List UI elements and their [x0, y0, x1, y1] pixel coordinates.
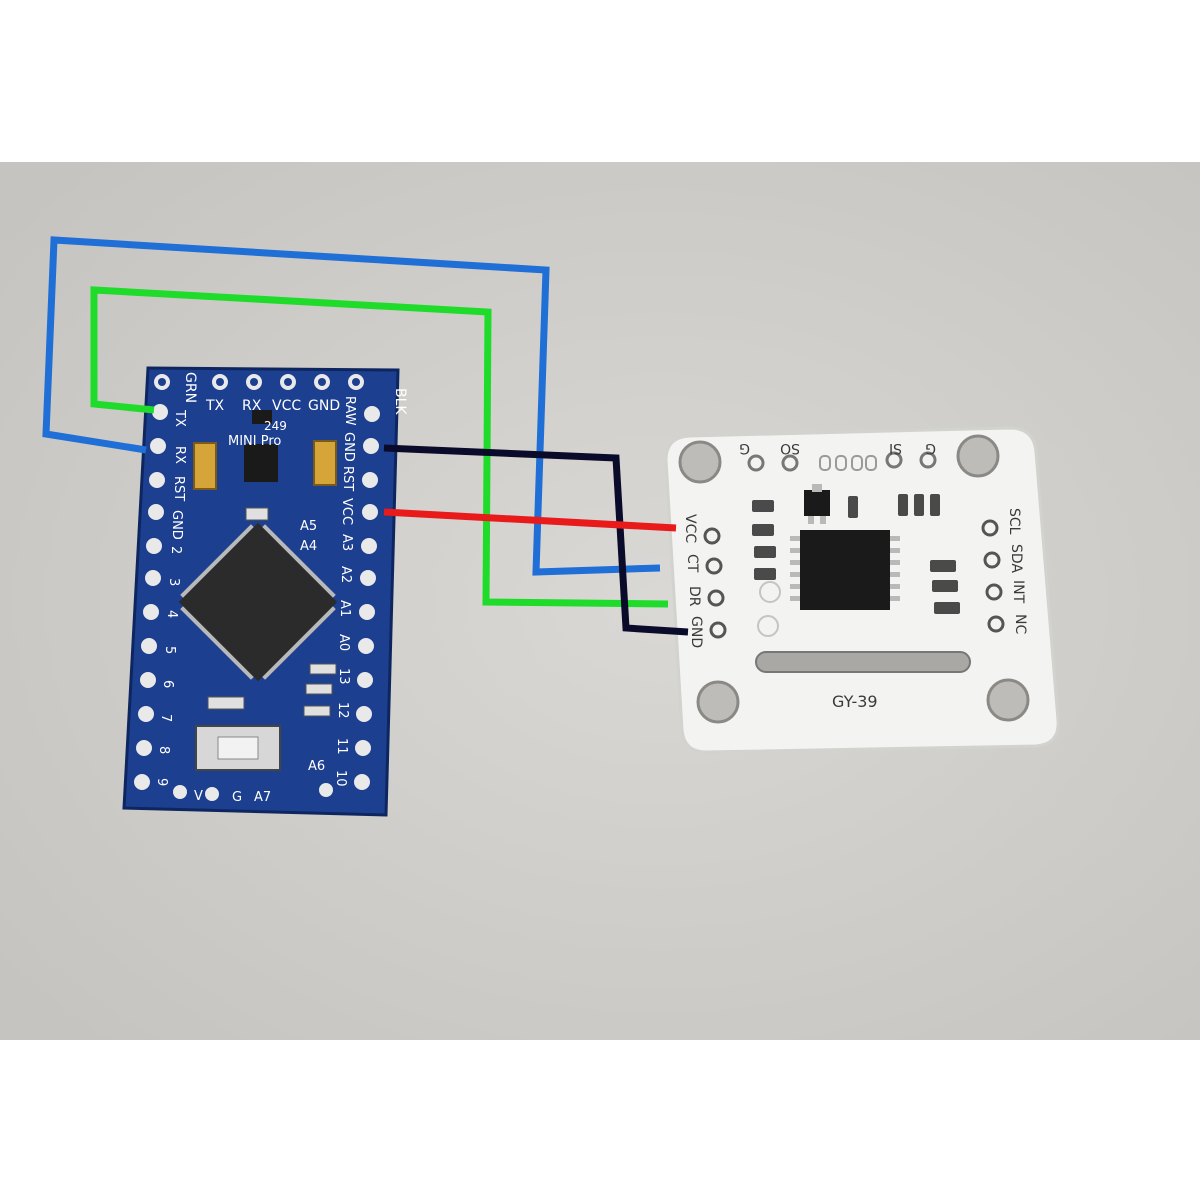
label-a7: A7: [254, 790, 271, 805]
label-left-rst: RST: [171, 476, 186, 501]
label-left-5: 5: [162, 646, 177, 654]
pro-mini-board: GRN TX RX VCC GND BLK MINI Pro 249 A5 A4…: [122, 366, 408, 817]
label-left-4: 4: [164, 610, 179, 618]
label-ct: CT: [684, 554, 700, 573]
label-g: G: [232, 790, 242, 805]
label-right-a3: A3: [339, 534, 354, 551]
atmega-chip: [178, 522, 338, 682]
label-left-tx: TX: [172, 409, 187, 427]
label-left-gnd: GND: [169, 510, 184, 540]
label-top-so: SO: [780, 440, 800, 456]
label-right-vcc: VCC: [339, 498, 354, 525]
label-dots: 249: [264, 419, 287, 433]
label-rx: RX: [242, 398, 262, 414]
label-right-11: 11: [334, 738, 349, 755]
label-left-7: 7: [158, 714, 173, 722]
wire-green: [90, 286, 669, 608]
label-top-si: SI: [889, 440, 902, 456]
label-mini-pro: MINI Pro: [228, 434, 281, 449]
label-gnd: GND: [308, 398, 340, 414]
label-left-6: 6: [160, 680, 175, 688]
label-vcc: VCC: [272, 398, 301, 414]
label-right-raw: RAW: [342, 396, 357, 426]
wire-red: [383, 508, 677, 532]
label-a6: A6: [308, 759, 325, 774]
label-gnd: GND: [688, 616, 704, 648]
wire-black: [383, 444, 689, 636]
tantalum-capacitor: [313, 440, 337, 486]
label-right-13: 13: [336, 668, 351, 685]
label-right-a0: A0: [336, 634, 351, 651]
label-vcc: VCC: [682, 514, 698, 543]
label-left-8: 8: [156, 746, 171, 754]
board-slot: [755, 651, 971, 673]
label-top-g2: G: [925, 440, 936, 456]
label-right-12: 12: [335, 702, 350, 719]
label-dr: DR: [686, 586, 702, 607]
label-left-9: 9: [154, 778, 169, 786]
regulator-chip: [244, 444, 278, 482]
label-left-3: 3: [166, 578, 181, 586]
label-int: INT: [1010, 580, 1026, 604]
label-right-gnd: GND: [341, 432, 356, 462]
sensor-chip: [800, 530, 890, 610]
label-top-g1: G: [739, 440, 750, 456]
label-sda: SDA: [1008, 544, 1024, 573]
label-a4: A4: [300, 539, 317, 554]
gy39-board: G SO SI G VCC CT DR GND SCL SDA INT NC G…: [664, 426, 1060, 754]
label-right-a1: A1: [337, 600, 352, 617]
label-tx: TX: [205, 398, 225, 414]
label-left-2: 2: [168, 546, 183, 554]
label-nc: NC: [1012, 614, 1028, 634]
photo: GRN TX RX VCC GND BLK MINI Pro 249 A5 A4…: [0, 162, 1200, 1040]
label-scl: SCL: [1006, 508, 1022, 535]
label-grn: GRN: [182, 372, 198, 403]
label-v: V: [194, 789, 203, 804]
wire-blue: [42, 236, 661, 576]
label-a5: A5: [300, 519, 317, 534]
label-right-10: 10: [333, 770, 348, 787]
transistor: [804, 490, 830, 516]
tantalum-capacitor: [193, 442, 217, 490]
label-left-rx: RX: [172, 446, 187, 464]
label-gy39: GY-39: [832, 692, 878, 711]
label-blk: BLK: [392, 388, 408, 415]
label-right-rst: RST: [340, 466, 355, 491]
label-right-a2: A2: [338, 566, 353, 583]
